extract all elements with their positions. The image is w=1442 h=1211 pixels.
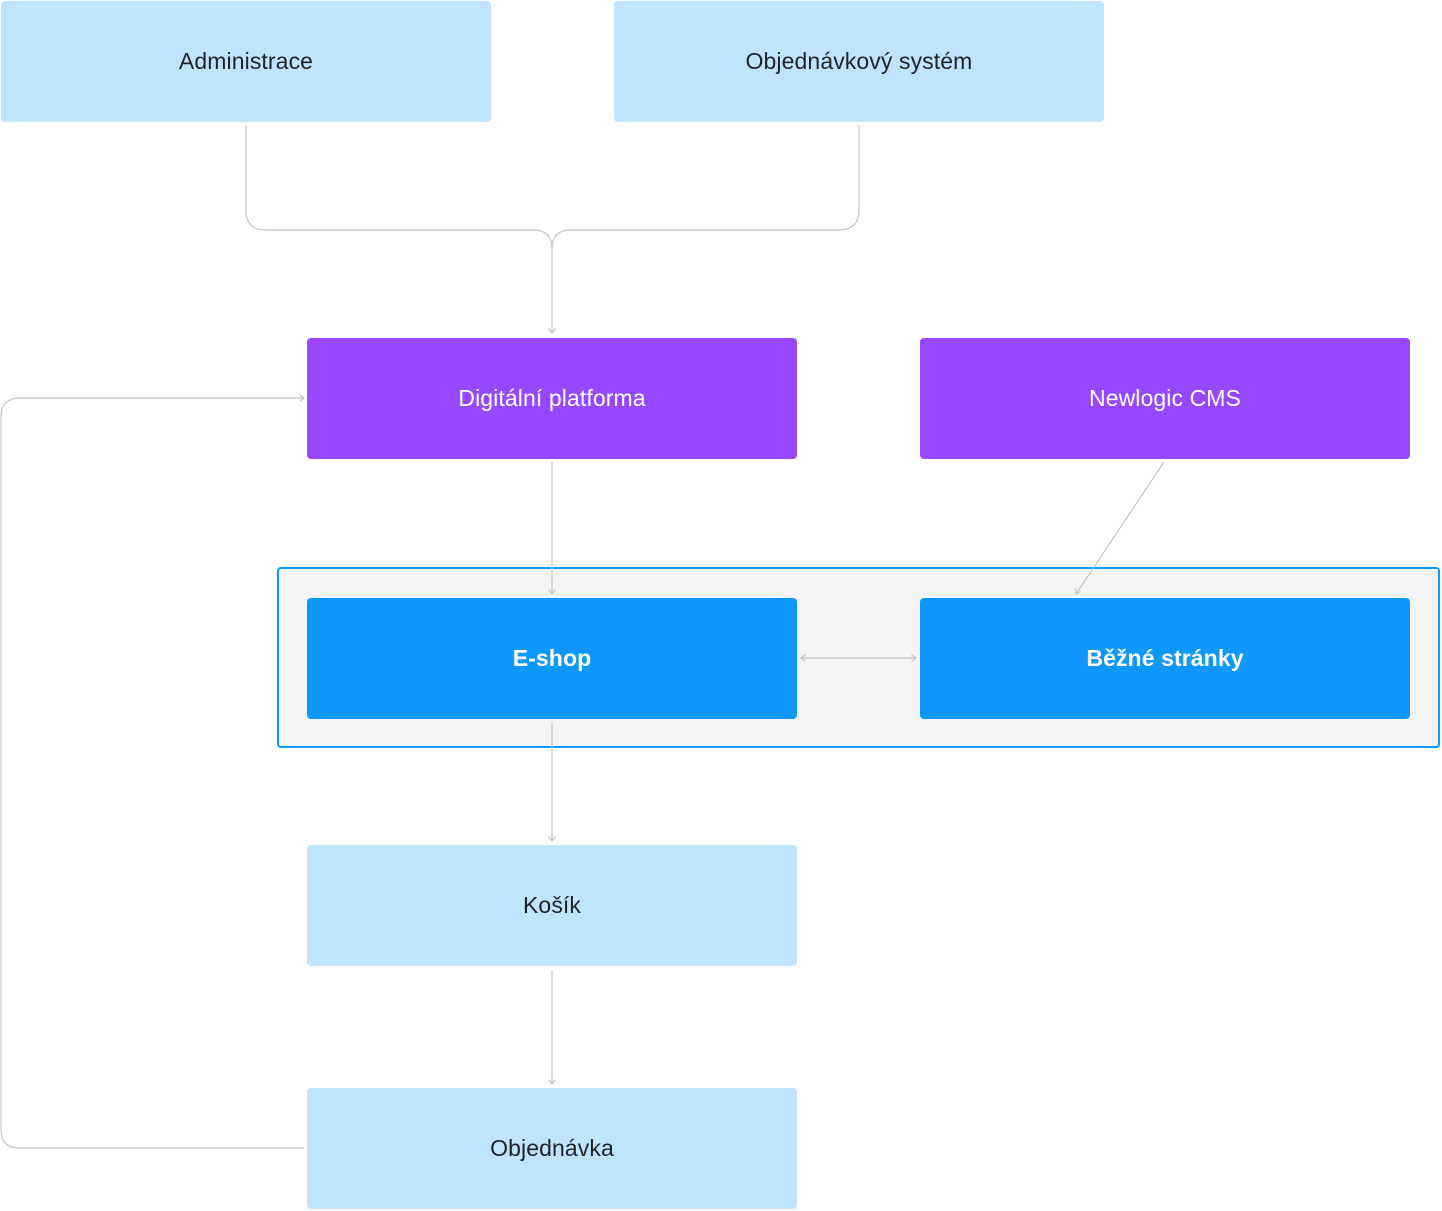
arrowhead-loop-into-platforma	[299, 394, 305, 402]
node-objednavkovy-system[interactable]: Objednávkový systém	[614, 1, 1104, 122]
node-administrace[interactable]: Administrace	[1, 1, 491, 122]
node-bezne-stranky-label: Běžné stránky	[1086, 645, 1244, 671]
node-kosik-label: Košík	[522, 892, 582, 918]
node-bezne-stranky[interactable]: Běžné stránky	[920, 598, 1410, 719]
node-objednavka[interactable]: Objednávka	[307, 1088, 797, 1209]
node-digitalni-platforma-label: Digitální platforma	[458, 385, 646, 411]
connector-objednavka-to-platforma	[0, 397, 304, 1149]
node-newlogic-cms[interactable]: Newlogic CMS	[920, 338, 1410, 459]
node-eshop-label: E-shop	[512, 645, 592, 671]
arrowhead-into-platforma	[548, 328, 556, 334]
connector-administrace-to-platforma	[245, 125, 553, 250]
node-digitalni-platforma[interactable]: Digitální platforma	[307, 338, 797, 459]
node-objednavka-label: Objednávka	[490, 1135, 614, 1161]
node-objednavkovy-system-label: Objednávkový systém	[745, 48, 973, 74]
node-kosik[interactable]: Košík	[307, 845, 797, 966]
node-newlogic-cms-label: Newlogic CMS	[1088, 385, 1241, 411]
node-administrace-label: Administrace	[178, 48, 314, 74]
connector-objednavkovy-system-to-platforma	[551, 125, 860, 333]
node-eshop[interactable]: E-shop	[307, 598, 797, 719]
arrowhead-into-objednavka	[548, 1079, 556, 1085]
arrowhead-into-kosik	[548, 836, 556, 842]
